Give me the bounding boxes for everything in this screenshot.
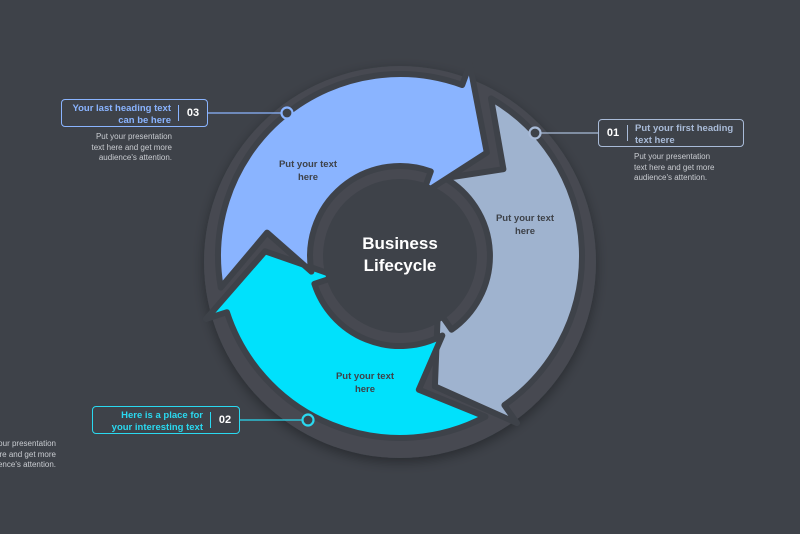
callout-3-marker-icon: [280, 106, 294, 120]
segment-1-label-line1: Put your text: [496, 213, 555, 224]
segment-1-label-line2: here: [515, 226, 535, 237]
callout-3-separator: [178, 105, 179, 121]
callout-2-heading: Here is a place for your interesting tex…: [111, 410, 203, 433]
callout-3-heading: Your last heading text can be here: [72, 103, 171, 126]
callout-2-description: Put your presentation text here and get …: [0, 439, 56, 469]
segment-3-label-line1: Put your text: [279, 159, 338, 170]
callout-1-separator: [627, 125, 628, 141]
callout-3-number: 03: [186, 107, 200, 119]
callout-1-number: 01: [606, 127, 620, 139]
center-title-line1: Business: [362, 234, 438, 253]
segment-2-label-line1: Put your text: [336, 371, 395, 382]
callout-2-number: 02: [218, 414, 232, 426]
callout-1-heading: Put your first heading text here: [635, 123, 734, 146]
callout-1-box: 01 Put your first heading text here: [598, 119, 744, 147]
segment-2-label-line2: here: [355, 384, 375, 395]
callout-2-box: 02 Here is a place for your interesting …: [92, 406, 240, 434]
segment-3-arrow: [215, 61, 490, 291]
callout-1-description: Put your presentation text here and get …: [634, 152, 715, 182]
segment-3-label-line2: here: [298, 172, 318, 183]
center-hub: [323, 179, 477, 333]
segments-group: [203, 61, 585, 441]
callout-2-marker-icon: [301, 413, 315, 427]
callout-3-box: 03 Your last heading text can be here: [61, 99, 208, 127]
segment-2-arrow: [203, 248, 489, 441]
callout-1-marker-icon: [528, 126, 542, 140]
segment-1-arrow: [431, 95, 585, 427]
callout-2-separator: [210, 412, 211, 428]
center-title-line2: Lifecycle: [364, 256, 437, 275]
callout-3-description: Put your presentation text here and get …: [91, 132, 173, 162]
